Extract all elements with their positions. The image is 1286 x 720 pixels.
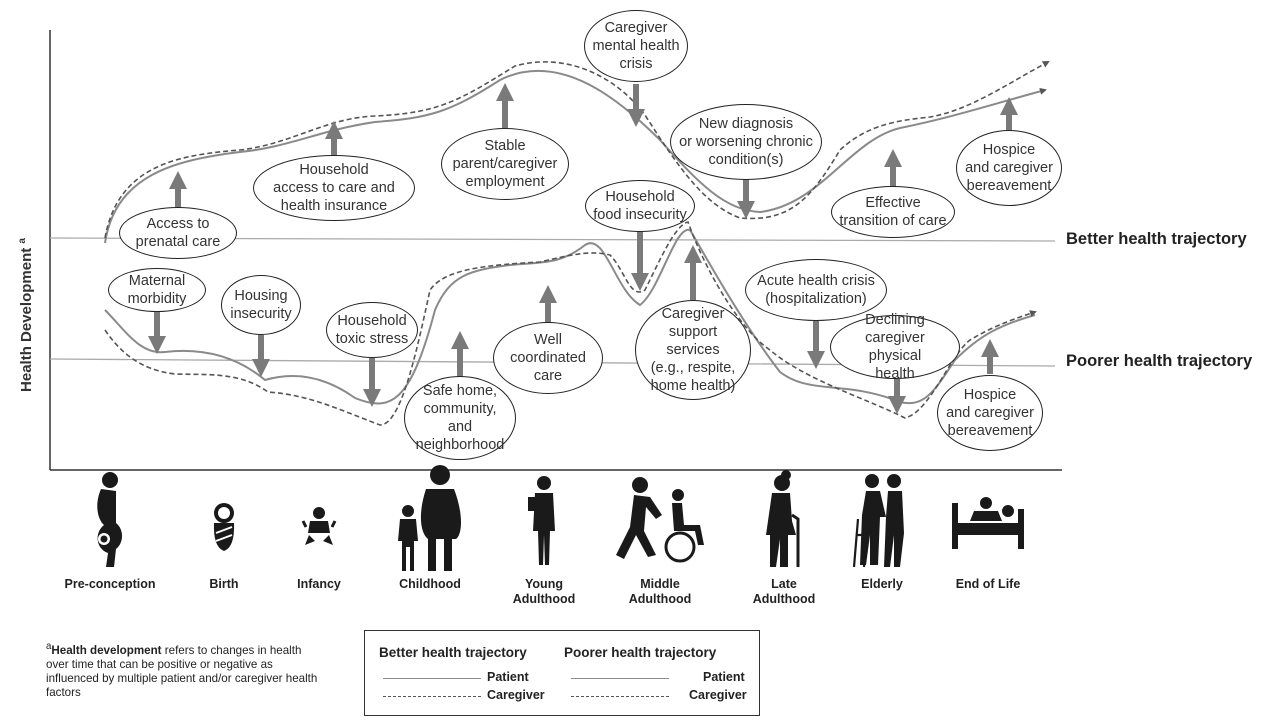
life-stage-label: Pre-conception — [64, 577, 156, 591]
life-stage-label: Elderly — [861, 577, 903, 591]
poorer-event-bubble: Maternal morbidity — [108, 268, 206, 312]
poorer-trajectory-label: Poorer health trajectory — [1066, 352, 1253, 370]
footnote-marker: a — [46, 641, 52, 652]
newborn-icon — [213, 503, 235, 551]
poorer-event-bubble: Caregiver support services (e.g., respit… — [635, 300, 751, 400]
legend: Better health trajectory Poorer health t… — [364, 630, 760, 716]
hospital-bed-icon — [952, 497, 1024, 549]
caregiver-pushing-wheelchair-icon — [616, 477, 704, 563]
footnote-text: refers to changes in health over time th… — [46, 643, 318, 699]
infant-icon — [301, 507, 337, 545]
life-stage-label: Infancy — [297, 577, 341, 591]
poorer-caregiver-line — [104, 221, 1037, 426]
poorer-event-bubble: Declining caregiver physical health — [830, 312, 960, 382]
legend-poorer-header: Poorer health trajectory — [564, 645, 717, 660]
life-stage-label: End of Life — [955, 577, 1021, 591]
better-event-bubble: Household access to care and health insu… — [253, 155, 415, 221]
life-stage-label: Late Adulthood — [752, 577, 816, 606]
better-trajectory-label: Better health trajectory — [1066, 230, 1247, 248]
poorer-event-bubble: Well coordinated care — [493, 322, 603, 394]
legend-better-caregiver-label: Caregiver — [487, 688, 545, 702]
poorer-event-bubble: Household food insecurity — [585, 180, 695, 232]
y-axis-title: Health Development a — [17, 238, 35, 392]
life-stage-label: Birth — [209, 577, 239, 591]
poorer-event-bubble: Safe home, community, and neighborhood — [404, 376, 516, 460]
poorer-event-bubble: Hospice and caregiver bereavement — [937, 375, 1043, 451]
life-stage-label: Middle Adulthood — [628, 577, 692, 606]
better-event-bubble: Effective transition of care — [831, 186, 955, 238]
legend-better-header: Better health trajectory — [379, 645, 527, 660]
better-event-bubble: Caregiver mental health crisis — [584, 10, 688, 82]
legend-better-patient-swatch — [383, 678, 481, 679]
older-adult-with-cane-icon — [766, 470, 800, 567]
legend-better-caregiver-swatch — [383, 696, 481, 697]
better-event-bubble: Hospice and caregiver bereavement — [956, 130, 1062, 206]
better-patient-line — [104, 69, 1047, 244]
event-arrows — [148, 83, 1018, 414]
legend-poorer-patient-swatch — [571, 678, 669, 679]
poorer-event-bubble: Household toxic stress — [326, 302, 418, 358]
better-event-bubble: Stable parent/caregiver employment — [441, 128, 569, 200]
footnote-term: Health development — [51, 643, 162, 657]
legend-poorer-caregiver-swatch — [571, 696, 669, 697]
legend-poorer-caregiver-label: Caregiver — [689, 688, 747, 702]
better-event-bubble: New diagnosis or worsening chronic condi… — [670, 104, 822, 180]
legend-better-patient-label: Patient — [487, 670, 529, 684]
better-event-bubble: Access to prenatal care — [119, 207, 237, 259]
life-stage-icons — [97, 465, 1024, 571]
pregnant-person-icon — [97, 472, 122, 567]
life-stage-label: Childhood — [399, 577, 461, 591]
legend-poorer-patient-label: Patient — [703, 670, 745, 684]
life-stage-label: Young Adulthood — [512, 577, 576, 606]
footnote: aHealth development refers to changes in… — [46, 640, 321, 700]
poorer-event-bubble: Acute health crisis (hospitalization) — [745, 259, 887, 321]
young-adult-icon — [528, 476, 555, 565]
better-caregiver-line — [104, 61, 1050, 239]
poorer-event-bubble: Housing insecurity — [221, 275, 301, 335]
parent-and-child-icon — [398, 465, 461, 571]
elderly-with-walker-icon — [852, 474, 904, 568]
